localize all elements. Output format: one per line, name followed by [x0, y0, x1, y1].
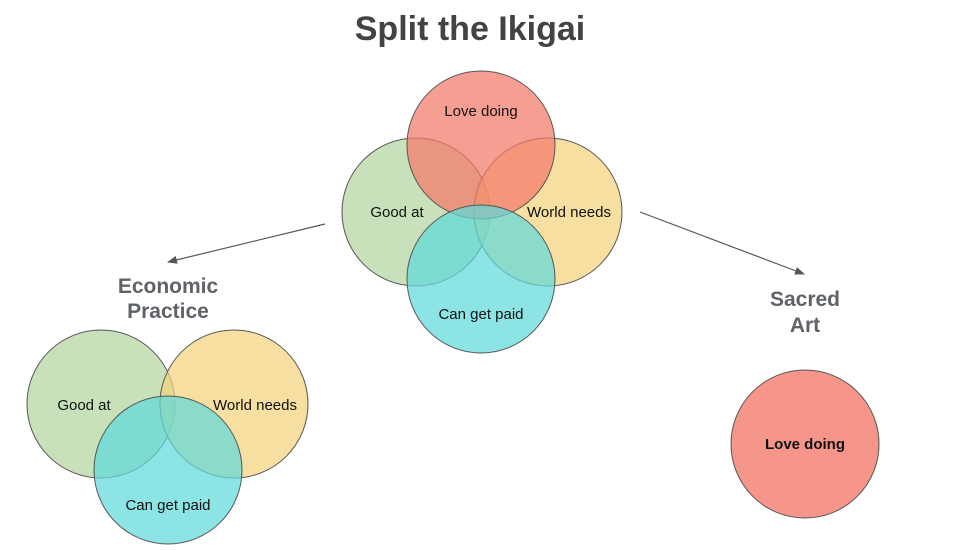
center-venn: Love doing Good at World needs Can get p…	[341, 70, 623, 354]
economic-practice-section: Economic Practice Good at World needs Ca…	[26, 275, 309, 545]
sacred-art-section: Sacred Art Love doing	[730, 288, 880, 519]
page-title: Split the Ikigai	[355, 10, 585, 48]
ep-can-get-paid-circle	[93, 395, 243, 545]
sacred-art-heading-line1: Sacred	[770, 288, 840, 311]
ep-can-get-paid-label: Can get paid	[125, 497, 210, 514]
arrow-to-economic-practice	[167, 223, 326, 264]
can-get-paid-label: Can get paid	[438, 306, 523, 323]
economic-practice-heading-line2: Practice	[127, 300, 209, 323]
ep-good-at-label: Good at	[57, 397, 111, 414]
world-needs-label: World needs	[527, 204, 611, 221]
good-at-label: Good at	[370, 204, 424, 221]
sa-love-doing-label: Love doing	[765, 436, 845, 453]
love-doing-label: Love doing	[444, 103, 517, 120]
ep-world-needs-label: World needs	[213, 397, 297, 414]
love-doing-circle	[406, 70, 556, 220]
economic-practice-heading-line1: Economic	[118, 275, 219, 298]
sacred-art-heading-line2: Art	[790, 314, 820, 337]
arrow-to-sacred-art	[639, 211, 805, 275]
sa-love-doing-circle	[730, 369, 880, 519]
can-get-paid-circle	[406, 204, 556, 354]
